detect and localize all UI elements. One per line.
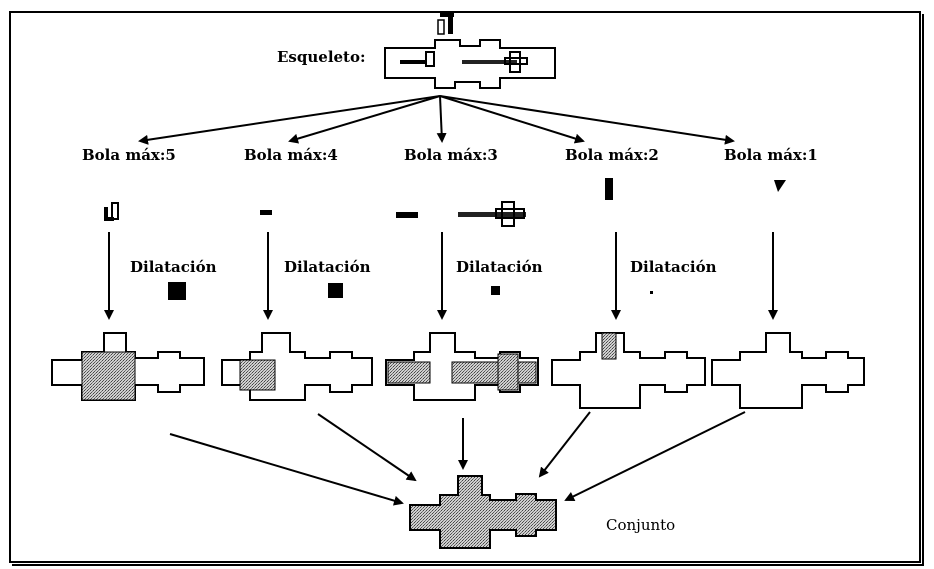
ball-label-5: Bola máx:5: [82, 146, 176, 164]
frame-border: [9, 11, 921, 563]
ball-label-3: Bola máx:3: [404, 146, 498, 164]
skeleton-piece-5: [104, 202, 119, 221]
dilated-shape-1: [711, 332, 865, 409]
skeleton-piece-3a: [396, 212, 418, 218]
ball-label-1: Bola máx:1: [724, 146, 818, 164]
ball-label-4: Bola máx:4: [244, 146, 338, 164]
dilation-label-5: Dilatación: [130, 258, 217, 276]
skeleton-piece-4: [260, 210, 272, 215]
union-shape: [409, 475, 557, 549]
dilated-shape-3: [385, 332, 539, 401]
structuring-element-4: [328, 283, 343, 298]
structuring-element-5: [168, 282, 186, 300]
dilation-label-4: Dilatación: [284, 258, 371, 276]
skeleton-piece-2: [605, 178, 613, 200]
structuring-element-2: [650, 291, 653, 294]
dilation-label-2: Dilatación: [630, 258, 717, 276]
skeleton-label: Esqueleto:: [277, 48, 366, 66]
dilated-shape-4: [221, 332, 373, 401]
skeleton-piece-1: [774, 180, 786, 192]
union-label: Conjunto: [606, 516, 675, 534]
dilation-label-3: Dilatación: [456, 258, 543, 276]
structuring-element-3: [491, 286, 500, 295]
dilated-shape-2: [551, 332, 706, 409]
ball-label-2: Bola máx:2: [565, 146, 659, 164]
dilated-shape-5: [51, 332, 205, 401]
skeleton-piece-3b: [458, 201, 526, 227]
skeleton-shape: [384, 12, 556, 89]
